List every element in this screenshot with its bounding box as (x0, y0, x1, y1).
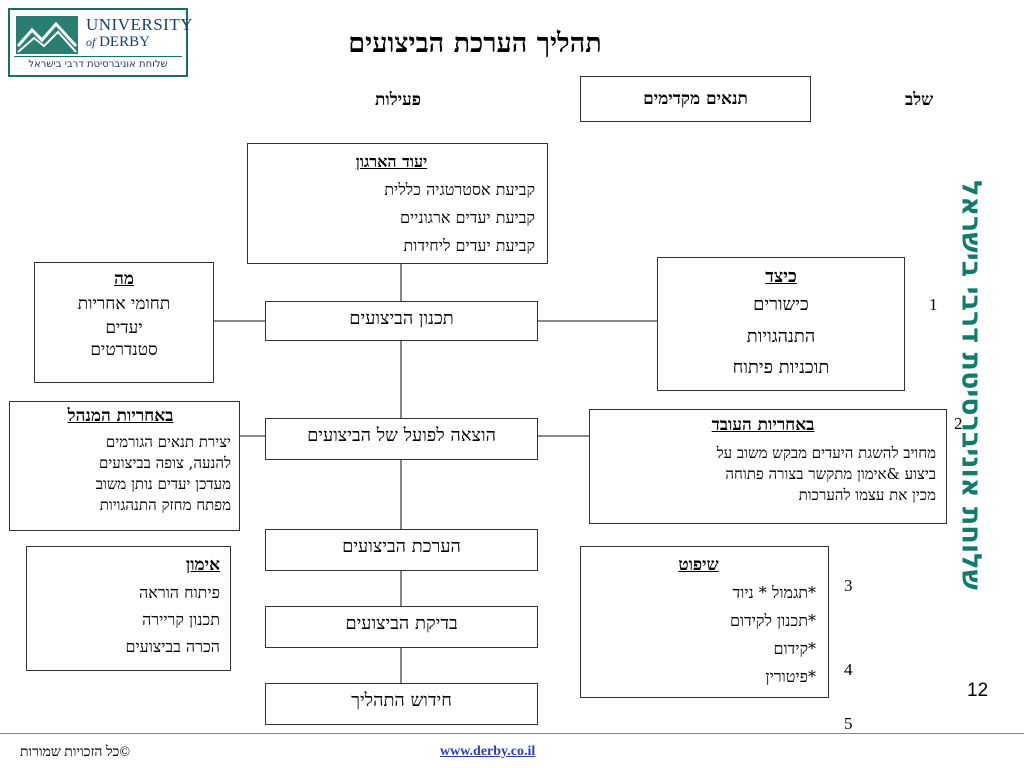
vertical-brand-text: שלוחת אוניברסיטת דרבי בישראל (955, 180, 987, 590)
employee-box-line: ביצוע &אימון מתקשר בצורה פתוחה (725, 465, 936, 483)
step-planning: תכנון הביצועים (265, 301, 538, 341)
coaching-box: אימון פיתוח הוראה תכנון קריירה הכרה בביצ… (26, 546, 231, 671)
what-box-title: מה (114, 269, 134, 289)
what-box-line: יעדים (105, 318, 143, 338)
manager-box-line: יצירת תנאים הגורמים (105, 433, 231, 451)
org-box-line: קביעת יעדים ארגוניים (400, 208, 535, 227)
how-box-line: התנהגויות (746, 326, 816, 347)
what-box-line: סטנדרטים (90, 340, 158, 360)
header-activities: פעילות (375, 90, 421, 110)
header-stage: שלב (905, 90, 934, 110)
logo-derby-text: of DERBY (86, 34, 150, 50)
stage-number: 5 (844, 714, 853, 733)
copyright-text: ©כל הזכויות שמורות (20, 745, 130, 760)
org-box-title: יעוד הארגון (355, 152, 428, 171)
organization-goal-box: יעוד הארגון קביעת אסטרטגיה כללית קביעת י… (247, 143, 548, 264)
coaching-box-line: פיתוח הוראה (139, 583, 220, 602)
logo-university-text: UNIVERSITY (86, 15, 193, 34)
stage-number: 4 (844, 660, 853, 679)
manager-box-title: באחריות המנהל (67, 406, 174, 426)
manager-box-line: מעדכן יעדים נותן משוב (95, 475, 231, 493)
stage-number: 2 (954, 414, 963, 433)
website-link[interactable]: www.derby.co.il (440, 744, 536, 759)
judgment-box-line: *תכנון לקידום (729, 611, 816, 630)
judgment-box-title: שיפוט (678, 555, 719, 575)
org-box-line: קביעת יעדים ליחידות (403, 236, 535, 255)
manager-responsibility-box: באחריות המנהל יצירת תנאים הגורמים להנעה,… (9, 401, 240, 531)
stage-number: 1 (929, 295, 938, 314)
how-box: כיצד כישורים התנהגויות תוכניות פיתוח (657, 257, 905, 391)
mountains-icon (16, 16, 78, 54)
coaching-box-line: תכנון קריירה (142, 610, 220, 629)
stage-number: 3 (844, 576, 853, 595)
step-review: בדיקת הביצועים (265, 606, 538, 648)
manager-box-line: להנעה, צופה בביצועים (99, 454, 231, 472)
university-logo: UNIVERSITY of DERBY שלוחת אוניברסיטת דרב… (8, 8, 193, 77)
employee-box-title: באחריות העובד (711, 415, 815, 435)
how-box-line: תוכניות פיתוח (732, 357, 830, 378)
page-title: תהליך הערכת הביצועים (348, 28, 602, 59)
what-box-line: תחומי אחריות (77, 294, 171, 314)
header-prerequisites: תנאים מקדימים (580, 76, 811, 122)
manager-box-line: מפתח מחזק התנהגויות (99, 496, 231, 514)
judgment-box-line: *קידום (773, 639, 816, 658)
step-execution: הוצאה לפועל של הביצועים (265, 418, 538, 460)
coaching-box-line: הכרה בביצועים (125, 637, 221, 656)
employee-box-line: מחויב להשגת היעדים מבקש משוב על (716, 444, 936, 462)
judgment-box: שיפוט *תגמול * ניוד *תכנון לקידום *קידום… (580, 546, 829, 698)
how-box-title: כיצד (765, 266, 797, 287)
how-box-line: כישורים (753, 294, 809, 315)
employee-responsibility-box: באחריות העובד מחויב להשגת היעדים מבקש מש… (589, 409, 947, 524)
step-renewal: חידוש התהליך (265, 683, 538, 725)
judgment-box-line: *פיטורין (765, 667, 816, 686)
footer-divider (0, 733, 1024, 734)
judgment-box-line: *תגמול * ניוד (732, 583, 816, 602)
employee-box-line: מכין את עצמו להערכות (798, 486, 936, 504)
what-box: מה תחומי אחריות יעדים סטנדרטים (34, 262, 214, 383)
slide-number: 12 (967, 680, 989, 701)
step-evaluation: הערכת הביצועים (265, 529, 538, 571)
org-box-line: קביעת אסטרטגיה כללית (384, 180, 535, 199)
logo-subtitle: שלוחת אוניברסיטת דרבי בישראל (14, 56, 182, 72)
coaching-box-title: אימון (185, 555, 220, 575)
